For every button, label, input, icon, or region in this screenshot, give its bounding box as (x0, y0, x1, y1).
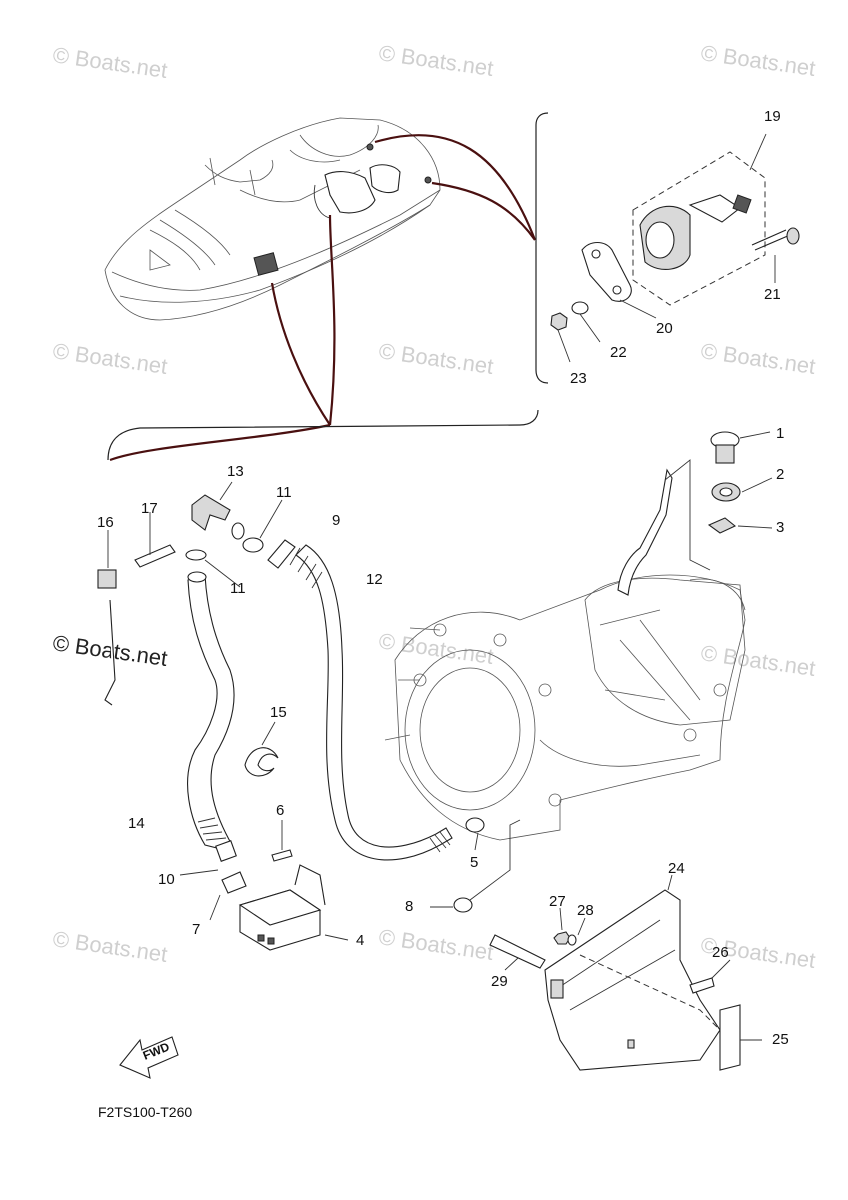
watermark: © Boats.net (377, 338, 495, 379)
callout-19: 19 (764, 108, 781, 125)
callout-7: 7 (192, 921, 200, 938)
parts-1-3 (707, 431, 773, 534)
callout-17: 17 (141, 500, 158, 517)
callout-11a: 11 (276, 484, 292, 501)
callout-4: 4 (356, 932, 364, 949)
callout-28: 28 (577, 902, 594, 919)
parts-16-17 (97, 512, 176, 706)
callout-20: 20 (656, 320, 673, 337)
callout-numbers: 1 2 3 4 5 6 7 8 9 10 11 11 12 13 14 15 1… (97, 108, 789, 1048)
parts-5-8 (430, 817, 521, 913)
callout-16: 16 (97, 514, 114, 531)
callout-3: 3 (776, 519, 784, 536)
inset-bracket (107, 112, 549, 461)
callout-22: 22 (610, 344, 627, 361)
callout-2: 2 (776, 466, 784, 483)
callout-9: 9 (332, 512, 340, 529)
callout-10: 10 (158, 871, 175, 888)
callout-11b: 11 (230, 580, 246, 597)
jet-pump-housing (384, 459, 746, 841)
callout-25: 25 (772, 1031, 789, 1048)
callout-5: 5 (470, 854, 478, 871)
callout-13: 13 (227, 463, 244, 480)
watercraft-overview (104, 117, 441, 321)
callout-8: 8 (405, 898, 413, 915)
diagram-code: F2TS100-T260 (98, 1104, 192, 1120)
hoses (187, 539, 453, 862)
callout-21: 21 (764, 286, 781, 303)
callout-15: 15 (270, 704, 287, 721)
callout-23: 23 (570, 370, 587, 387)
callout-14: 14 (128, 815, 145, 832)
watermarks: © Boats.net © Boats.net © Boats.net © Bo… (51, 40, 817, 973)
watermark: © Boats.net (699, 338, 817, 379)
callout-26: 26 (712, 944, 729, 961)
guard-assembly (489, 874, 762, 1071)
locator-arrows (109, 134, 537, 462)
watermark: © Boats.net (51, 338, 169, 379)
watermark: © Boats.net (699, 640, 817, 681)
watermark: © Boats.net (699, 40, 817, 81)
callout-6: 6 (276, 802, 284, 819)
fwd-arrow: FWD (119, 1036, 179, 1079)
connector-13 (191, 481, 245, 540)
watermark: © Boats.net (51, 926, 169, 967)
watermark: © Boats.net (51, 42, 169, 83)
clamps-11 (185, 499, 283, 588)
callout-24: 24 (668, 860, 685, 877)
watermark: © Boats.net (377, 924, 495, 965)
callout-12: 12 (366, 571, 383, 588)
callout-29: 29 (491, 973, 508, 990)
watermark: © Boats.net (51, 630, 169, 671)
parts-4-6-7 (179, 820, 349, 951)
callout-27: 27 (549, 893, 566, 910)
callout-1: 1 (776, 425, 784, 442)
drain-assembly (550, 133, 800, 363)
part-15 (244, 721, 279, 777)
watermark: © Boats.net (377, 40, 495, 81)
